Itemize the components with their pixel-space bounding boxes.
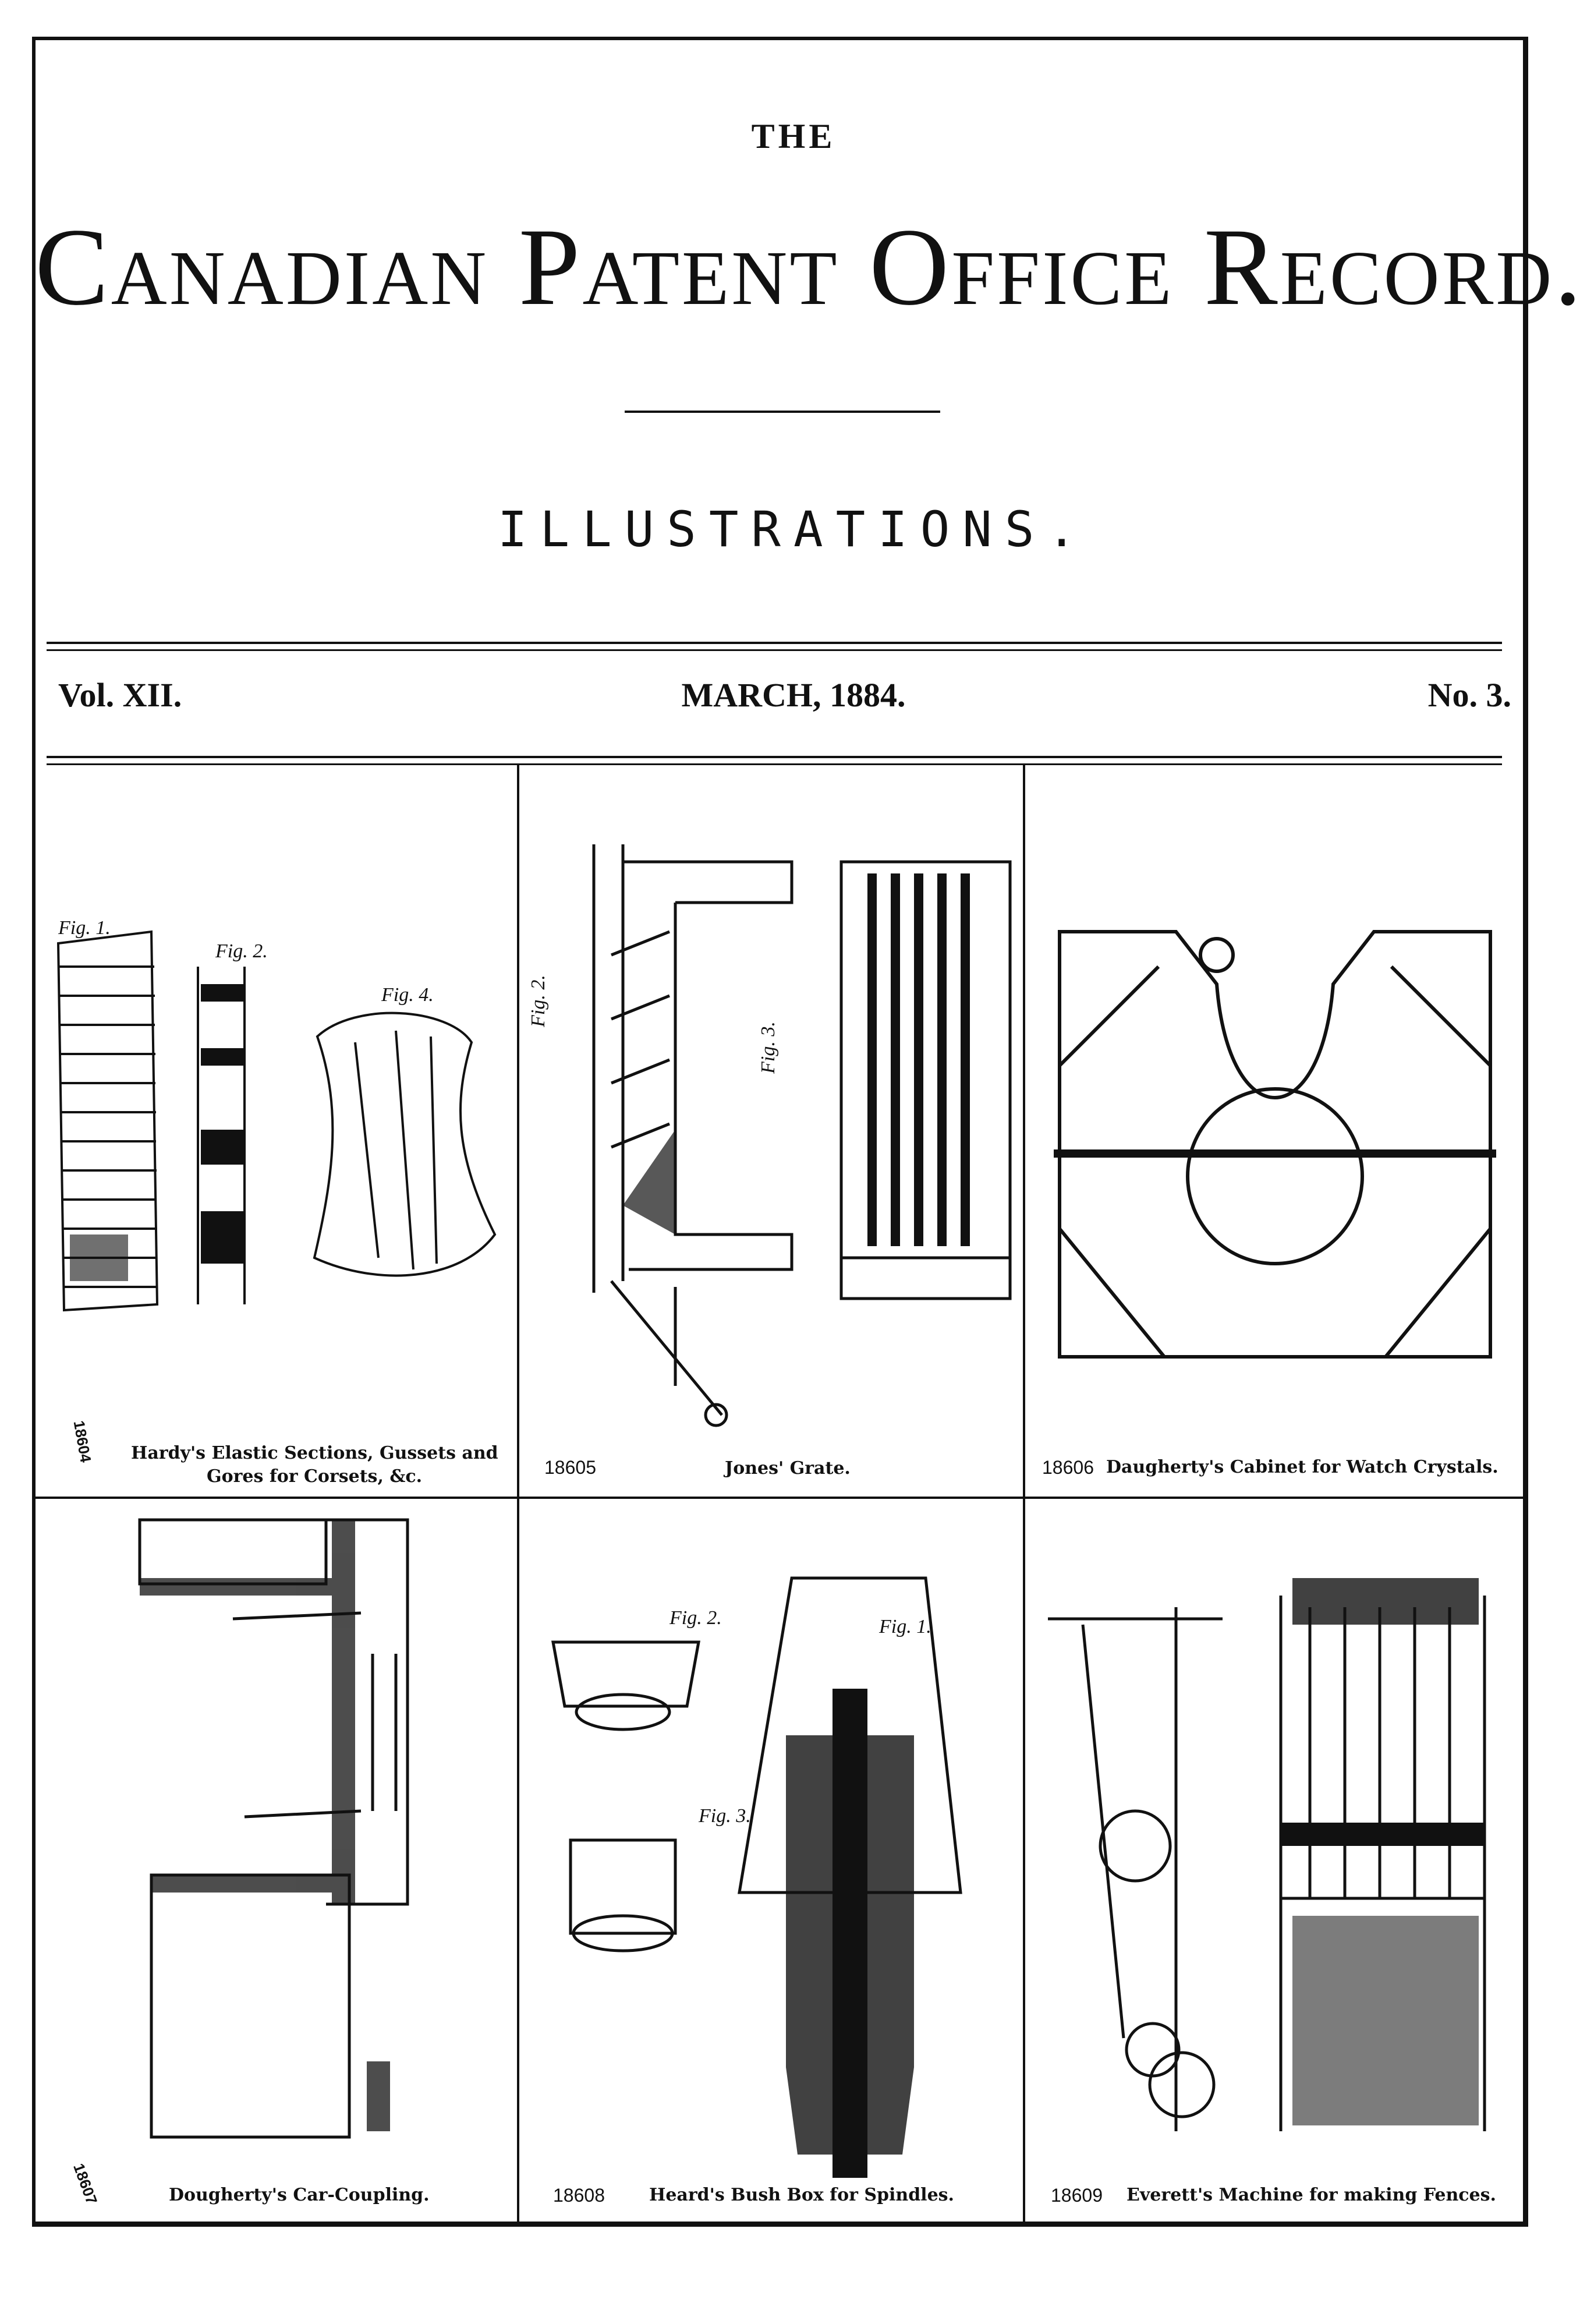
- fig-label: Fig. 3.: [757, 1021, 779, 1074]
- section-heading: ILLUSTRATIONS.: [497, 501, 1089, 558]
- fig-label: Fig. 2.: [527, 975, 549, 1027]
- plate-caption: Dougherty's Car-Coupling.: [169, 2185, 430, 2205]
- plate-caption: Heard's Bush Box for Spindles.: [649, 2185, 954, 2205]
- fig-label: Fig. 1.: [879, 1616, 931, 1637]
- fig-label: Fig. 2.: [669, 1607, 722, 1629]
- plate-caption: Hardy's Elastic Sections, Gussets and: [131, 1443, 498, 1463]
- double-rule-top: [47, 642, 1502, 651]
- plate-caption: Daugherty's Cabinet for Watch Crystals.: [1106, 1457, 1499, 1477]
- fig-label: Fig. 1.: [58, 917, 111, 939]
- publication-title: Canadian Patent Office Record.: [35, 206, 1584, 328]
- grate-illustration: [592, 844, 1012, 1427]
- plate-caption: Jones' Grate.: [725, 1458, 851, 1478]
- double-rule-bottom: [47, 756, 1502, 765]
- corset-illustration: [56, 930, 497, 1312]
- cabinet-illustration: [1054, 930, 1496, 1359]
- plate-caption: Everett's Machine for making Fences.: [1127, 2185, 1496, 2205]
- patent-number: 18606: [1042, 1457, 1094, 1478]
- plate-caption: Gores for Corsets, &c.: [207, 1466, 423, 1487]
- title-rule: [625, 411, 940, 413]
- masthead-the: THE: [751, 117, 836, 155]
- issue-date: MARCH, 1884.: [681, 676, 906, 714]
- column-divider: [1023, 765, 1025, 2224]
- fig-label: Fig. 3.: [699, 1805, 751, 1827]
- patent-number: 18609: [1051, 2185, 1103, 2206]
- fig-label: Fig. 4.: [381, 984, 434, 1006]
- fence-machine-illustration: [1048, 1578, 1486, 2131]
- column-divider: [517, 765, 519, 2224]
- issue-number: No. 3.: [1427, 676, 1511, 714]
- page-frame: [32, 37, 1528, 2227]
- row-divider: [35, 1497, 1525, 1499]
- patent-number: 18605: [544, 1457, 596, 1478]
- bush-box-illustration: [551, 1576, 962, 2178]
- car-coupling-illustration: [138, 1518, 409, 2139]
- volume-label: Vol. XII.: [58, 676, 182, 714]
- patent-number: 18608: [553, 2185, 605, 2206]
- fig-label: Fig. 2.: [215, 940, 268, 962]
